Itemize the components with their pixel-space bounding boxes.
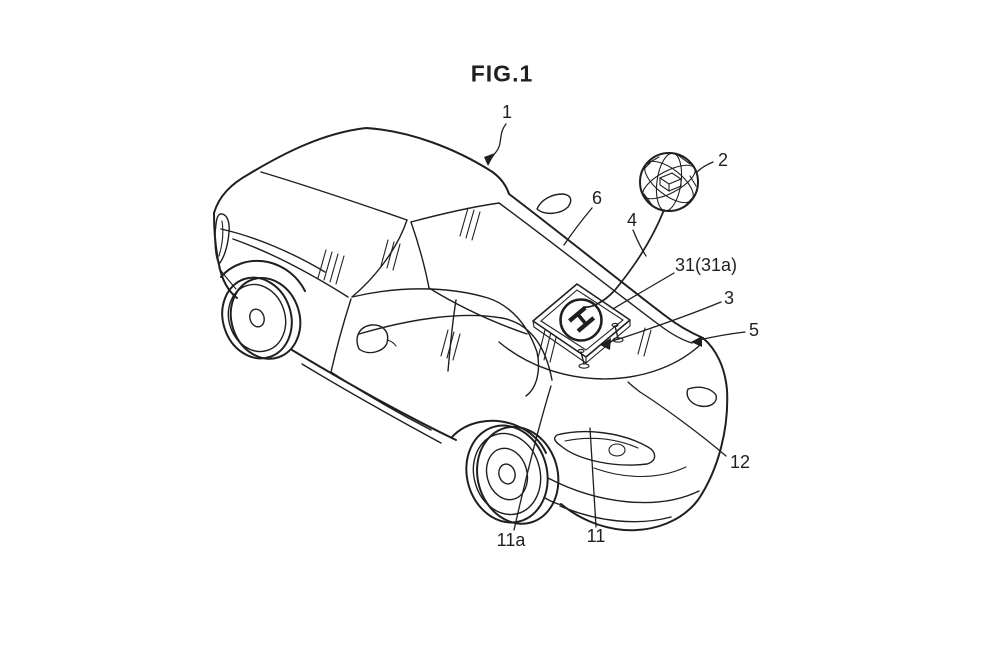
- rear-window-bottom: [428, 287, 528, 335]
- roof-rear-rail: [410, 202, 500, 223]
- door-front-edge: [330, 298, 352, 373]
- arrowhead-1: [484, 153, 495, 166]
- headlight: [214, 213, 230, 265]
- side-mirror: [356, 324, 389, 354]
- side-window-top: [351, 288, 540, 397]
- taillight-left-inner-line: [564, 437, 639, 449]
- leader-11a: [513, 385, 552, 531]
- shark-fin-antenna-icon: [536, 193, 572, 214]
- windshield-top-rail: [260, 171, 408, 221]
- rear-wheel: [465, 424, 560, 525]
- ref-label-12: 12: [729, 452, 751, 472]
- drip-rail-inner: [498, 202, 693, 344]
- ref-label-5: 5: [748, 320, 760, 340]
- glass-hatching: [317, 207, 652, 363]
- ref-label-3: 3: [723, 288, 735, 308]
- leader-31: [612, 272, 675, 310]
- rear-bumper-upper: [547, 477, 700, 504]
- side-mirror-stem: [386, 339, 397, 347]
- ref-label-1: 1: [501, 102, 513, 122]
- taillight-right: [686, 386, 718, 408]
- rear-wheel-arch: [451, 419, 547, 454]
- body-silhouette-top: [213, 127, 704, 339]
- leader-6: [563, 207, 593, 246]
- helipad-platform-inner: [540, 289, 624, 351]
- helipad-platform-thickness: [532, 319, 631, 365]
- leader-11: [589, 427, 597, 528]
- tether-line: [583, 209, 665, 308]
- leader-4: [632, 229, 647, 257]
- b-pillar: [447, 299, 457, 372]
- door-bottom-seam: [330, 371, 432, 431]
- vehicle-body: [213, 127, 729, 532]
- taillight-left-detail: [608, 443, 626, 457]
- hood-edge-line: [220, 228, 326, 273]
- headlight-inner-line: [218, 220, 224, 257]
- leader-12: [627, 381, 727, 457]
- helipad-circle: [559, 298, 603, 342]
- c-pillar-left: [410, 221, 430, 289]
- figure-title: FIG.1: [470, 60, 534, 87]
- rocker-lower-line: [301, 363, 442, 444]
- rear-bumper-lower: [559, 505, 672, 523]
- ref-label-4: 4: [626, 210, 638, 230]
- ref-label-11: 11: [586, 526, 606, 546]
- front-wheel-arch: [220, 259, 306, 292]
- front-bumper-crease: [218, 267, 237, 290]
- body-silhouette-rear: [560, 337, 729, 532]
- trunk-fascia-curve: [498, 341, 700, 380]
- ref-label-2: 2: [717, 150, 729, 170]
- ref-label-6: 6: [591, 188, 603, 208]
- cowl-line: [232, 238, 349, 298]
- helipad-pegs: [577, 322, 624, 369]
- taillight-left: [553, 430, 656, 466]
- helipad: H: [532, 283, 631, 369]
- drone: [639, 152, 699, 212]
- ref-label-31-31a: 31(31a): [674, 255, 738, 275]
- a-pillar: [351, 219, 408, 298]
- drone-body: [658, 172, 683, 193]
- ref-label-11a: 11a: [496, 530, 526, 550]
- arrowhead-3: [600, 338, 611, 350]
- drone-cage-facets: [640, 154, 697, 207]
- leader-5: [698, 331, 746, 341]
- front-wheel: [221, 276, 302, 360]
- license-recess: [593, 466, 687, 478]
- rocker-line: [291, 349, 457, 441]
- arrowhead-5: [691, 336, 702, 347]
- leader-lines: [484, 123, 746, 531]
- leader-2: [696, 161, 714, 173]
- drone-cage: [639, 152, 699, 212]
